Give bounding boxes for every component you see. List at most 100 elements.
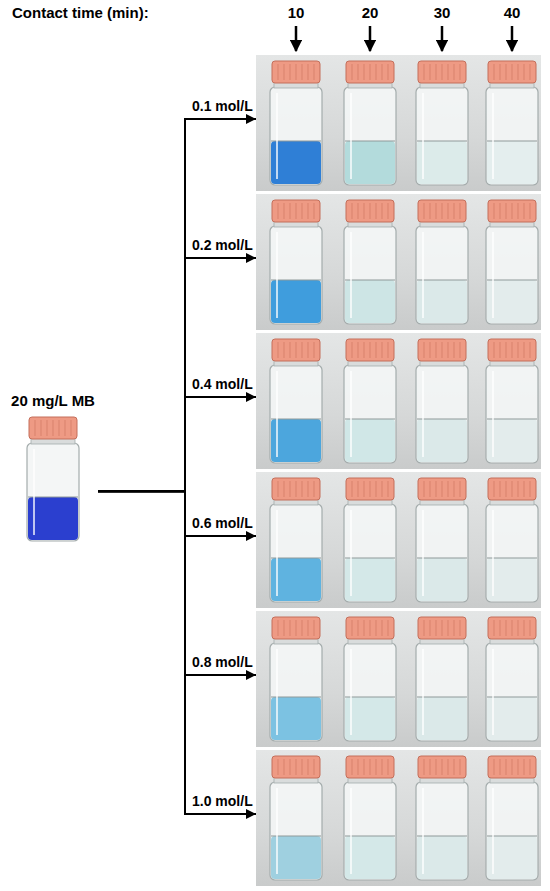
meniscus [417,418,467,419]
cap-rib [376,481,377,497]
cap-rib [358,203,359,219]
cap-rib [506,620,507,636]
glass-highlight [350,232,352,318]
branch-arrow [98,491,256,536]
vial-cap [272,756,320,778]
vial [486,617,538,741]
vial [270,61,322,185]
cap-rib [530,342,531,358]
vial-body [270,226,322,324]
cap-rib [388,759,389,775]
cap-rib [382,342,383,358]
vial [416,617,468,741]
glass-highlight [276,649,278,735]
vial-cap [272,339,320,361]
cap-rib [290,759,291,775]
cap-rib [382,620,383,636]
cap-rib [278,620,279,636]
source-vial: 20 mg/L MB [8,392,98,547]
cap-rib [530,481,531,497]
cap-rib [388,342,389,358]
cap-rib [506,481,507,497]
glass-highlight [492,788,494,874]
cap-rib [290,481,291,497]
vial-cap [29,417,77,439]
cap-rib [512,203,513,219]
cap-rib [376,620,377,636]
vial [344,339,396,463]
cap-rib [424,759,425,775]
vial-photo [256,194,541,330]
cap-rib [358,342,359,358]
vial-cap [488,617,536,639]
vial-cap [346,200,394,222]
vial [27,417,79,541]
cap-rib [314,203,315,219]
cap-rib [290,203,291,219]
cap-rib [370,203,371,219]
vial [416,200,468,324]
cap-rib [494,203,495,219]
cap-rib [376,342,377,358]
glass-highlight [492,649,494,735]
vial-body [486,226,538,324]
vial-liquid [487,141,537,184]
vial-panel [256,750,541,886]
cap-rib [448,481,449,497]
cap-rib [284,481,285,497]
cap-rib [302,759,303,775]
vial-panel [256,333,541,469]
cap-rib [494,620,495,636]
concentration-label: 0.2 mol/L [190,237,255,253]
cap-rib [524,759,525,775]
cap-rib [530,759,531,775]
cap-rib [376,203,377,219]
cap-rib [494,342,495,358]
photo-ground [256,750,541,886]
vial-panel [256,55,541,191]
cap-rib [296,759,297,775]
cap-rib [454,620,455,636]
cap-rib [424,64,425,80]
vial-cap [418,61,466,83]
vial [344,617,396,741]
cap-rib [430,342,431,358]
vial-body [344,643,396,741]
meniscus [487,696,537,697]
vial-cap [488,478,536,500]
cap-rib [370,481,371,497]
cap-rib [454,64,455,80]
meniscus [271,696,321,697]
cap-rib [41,420,42,436]
cap-rib [430,620,431,636]
cap-rib [358,759,359,775]
cap-rib [500,203,501,219]
cap-rib [382,759,383,775]
cap-rib [364,342,365,358]
cap-rib [358,620,359,636]
glass-highlight [350,93,352,179]
vial-liquid [487,836,537,879]
vial-body [486,87,538,185]
cap-rib [512,481,513,497]
meniscus [345,835,395,836]
glass-highlight [422,649,424,735]
cap-rib [296,203,297,219]
cap-rib [530,64,531,80]
cap-rib [370,342,371,358]
glass-highlight [350,788,352,874]
meniscus [417,140,467,141]
meniscus [487,418,537,419]
branch-arrow [98,491,256,814]
vial-body [27,443,79,541]
vial [270,756,322,880]
vial-body [270,782,322,880]
cap-rib [500,64,501,80]
vial-body [486,504,538,602]
vial [270,339,322,463]
cap-rib [512,620,513,636]
cap-rib [506,342,507,358]
cap-rib [376,64,377,80]
cap-rib [388,620,389,636]
cap-rib [382,203,383,219]
